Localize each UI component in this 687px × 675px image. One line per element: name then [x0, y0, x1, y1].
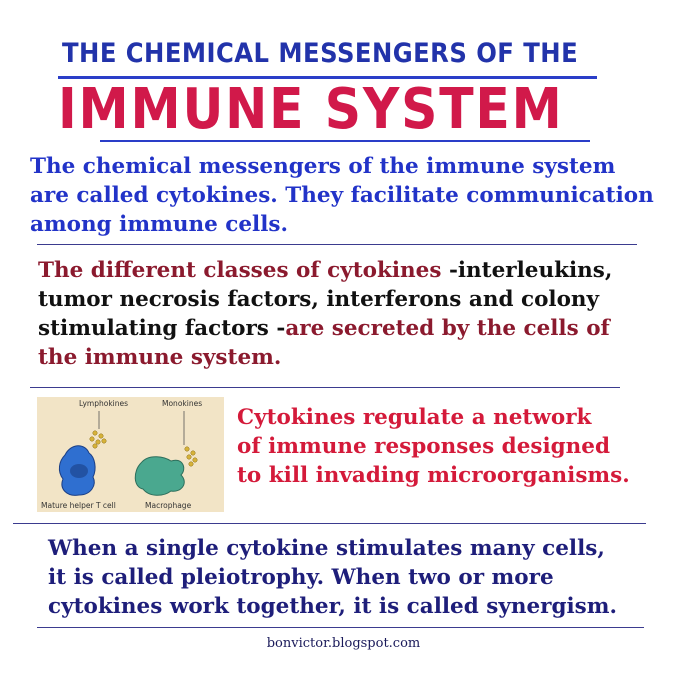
network-paragraph: Cytokines regulate a network of immune r…: [237, 403, 630, 490]
intro-line: The chemical messengers of the immune sy…: [30, 154, 616, 179]
lymphokines-label: Lymphokines: [79, 399, 129, 408]
classes-accent: The different classes of cytokines: [38, 258, 442, 283]
intro-paragraph: The chemical messengers of the immune sy…: [30, 152, 654, 239]
divider: [37, 244, 637, 245]
title-underline: [58, 76, 597, 79]
classes-paragraph: The different classes of cytokines -inte…: [38, 256, 612, 372]
pleiotrophy-line: it is called pleiotrophy. When two or mo…: [48, 565, 554, 590]
classes-line: stimulating factors -are secreted by the…: [38, 314, 612, 343]
network-line: to kill invading microorganisms.: [237, 463, 630, 488]
macrophage-label: Macrophage: [145, 501, 192, 510]
divider: [13, 523, 646, 524]
title-bottom-rule: [100, 140, 590, 142]
t-cell-nucleus: [70, 464, 88, 478]
classes-line: tumor necrosis factors, interferons and …: [38, 287, 600, 312]
divider: [30, 387, 620, 388]
page-title: IMMUNE SYSTEM: [58, 77, 564, 142]
classes-line: The different classes of cytokines -inte…: [38, 256, 612, 285]
intro-line: among immune cells.: [30, 212, 288, 237]
t-cell-label: Mature helper T cell: [41, 501, 116, 510]
classes-accent: are secreted by the cells of: [285, 316, 610, 341]
classes-text: -interleukins,: [441, 258, 613, 283]
classes-line: the immune system.: [38, 345, 282, 370]
cytokine-illustration: Lymphokines Monokines Mature helper T ce…: [37, 397, 224, 512]
classes-text: stimulating factors -: [38, 316, 286, 341]
monokine-granules: [184, 446, 198, 467]
footer-credit: bonvictor.blogspot.com: [266, 636, 421, 651]
cell-diagram: [58, 411, 198, 496]
pleiotrophy-line: cytokines work together, it is called sy…: [48, 594, 618, 619]
intro-line: are called cytokines. They facilitate co…: [30, 183, 654, 208]
network-line: Cytokines regulate a network: [237, 405, 592, 430]
pleiotrophy-paragraph: When a single cytokine stimulates many c…: [48, 534, 617, 621]
monokines-label: Monokines: [162, 399, 203, 408]
network-line: of immune responses designed: [237, 434, 611, 459]
lymphokine-granules: [89, 430, 107, 449]
macrophage-shape: [134, 456, 185, 496]
divider: [37, 627, 644, 628]
header-subtitle: THE CHEMICAL MESSENGERS OF THE: [62, 38, 579, 69]
pleiotrophy-line: When a single cytokine stimulates many c…: [48, 536, 605, 561]
